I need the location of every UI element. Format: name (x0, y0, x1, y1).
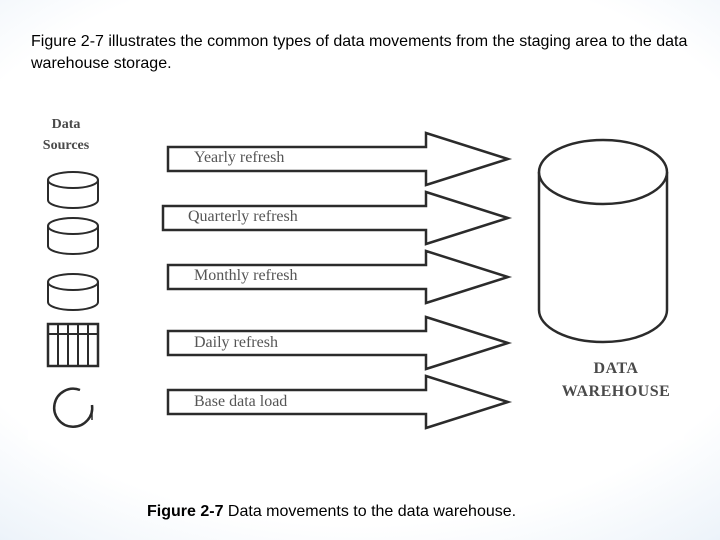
arrow-label-quarterly: Quarterly refresh (188, 208, 298, 225)
tape-icon (52, 387, 94, 428)
arrow-daily-refresh (166, 315, 513, 371)
arrow-label-base-data-load: Base data load (194, 393, 288, 410)
spreadsheet-icon (46, 322, 100, 368)
refresh-arrows (161, 131, 513, 430)
data-sources-heading-line2: Sources (42, 138, 90, 153)
caption-text: Data movements to the data warehouse. (223, 503, 517, 520)
figure-caption: Figure 2-7 Data movements to the data wa… (147, 502, 516, 522)
arrow-yearly-refresh (166, 131, 513, 187)
database-icon (47, 217, 99, 255)
arrow-label-monthly: Monthly refresh (194, 267, 298, 284)
arrow-base-data-load (166, 374, 513, 430)
data-sources-heading-line1: Data (51, 117, 81, 132)
arrow-monthly-refresh (166, 249, 513, 305)
source-icons (46, 171, 100, 428)
data-sources-heading: Data Sources (34, 114, 98, 156)
figure-number: Figure 2-7 (147, 503, 224, 520)
data-warehouse-label-line1: DATA (593, 360, 639, 377)
arrow-label-yearly: Yearly refresh (194, 149, 285, 166)
warehouse-cylinder (537, 138, 669, 344)
data-warehouse-label: DATA WAREHOUSE (548, 357, 684, 403)
database-icon (47, 171, 99, 209)
database-icon (47, 273, 99, 311)
arrow-label-daily: Daily refresh (194, 334, 278, 351)
data-movement-diagram: Data Sources Yearly refresh Quarterly re… (28, 100, 684, 440)
arrow-quarterly-refresh (161, 190, 513, 246)
diagram-canvas (46, 131, 669, 430)
intro-paragraph: Figure 2-7 illustrates the common types … (31, 33, 688, 72)
data-warehouse-label-line2: WAREHOUSE (561, 383, 671, 400)
